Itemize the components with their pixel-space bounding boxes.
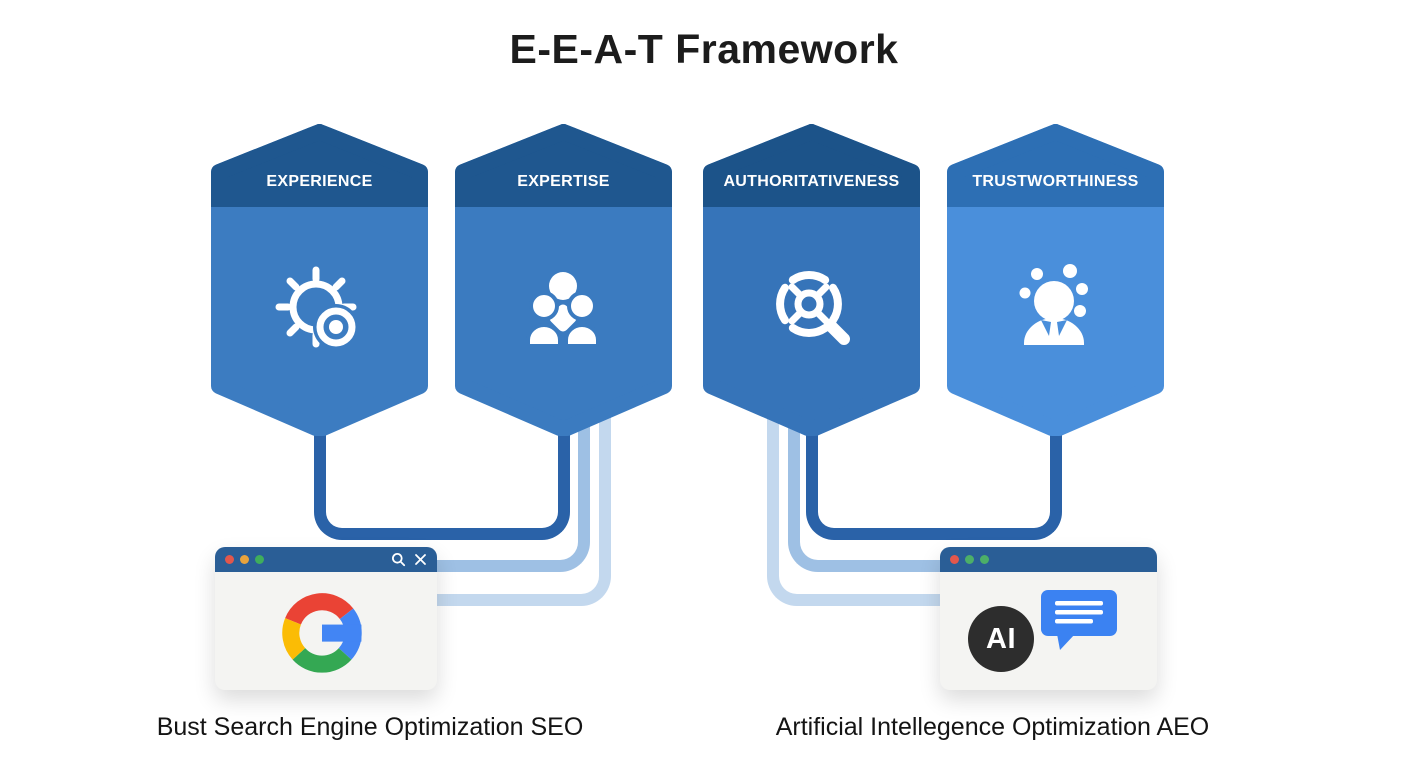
- chat-bubble-icon: [1041, 590, 1117, 650]
- ai-badge: AI: [968, 606, 1034, 672]
- pillar-label: AUTHORITATIVENESS: [723, 173, 900, 190]
- aeo-browser-card: AI: [940, 547, 1157, 690]
- window-dot-red: [225, 555, 234, 564]
- pillar-experience: EXPERIENCE: [211, 124, 428, 436]
- pillar-label: EXPERTISE: [517, 173, 610, 190]
- window-dot-green: [255, 555, 264, 564]
- target-magnifier-icon: [764, 260, 859, 355]
- pillar-shape: [947, 124, 1164, 436]
- page-title: E-E-A-T Framework: [509, 26, 899, 72]
- browser-content: [215, 572, 437, 690]
- seo-browser-card: [215, 547, 437, 690]
- browser-content: AI: [940, 572, 1157, 690]
- window-dot-yellow: [240, 555, 249, 564]
- google-logo: [282, 593, 362, 673]
- sun-lens-icon: [272, 260, 367, 355]
- pillar-trustworthiness: TRUSTWORTHINESS: [947, 124, 1164, 436]
- pillar-authoritativeness: AUTHORITATIVENESS: [703, 124, 920, 436]
- browser-titlebar: [215, 547, 437, 572]
- pillar-expertise: EXPERTISE: [455, 124, 672, 436]
- pillar-shape: [703, 124, 920, 436]
- window-dot-green: [965, 555, 974, 564]
- caption-seo: Bust Search Engine Optimization SEO: [156, 713, 584, 741]
- connector-medium-left: [420, 390, 590, 572]
- person-halo-icon: [1008, 260, 1103, 355]
- pillar-label: EXPERIENCE: [266, 173, 373, 190]
- close-icon: [415, 554, 426, 565]
- connector-light-right: [767, 390, 960, 606]
- window-dot-green: [980, 555, 989, 564]
- connector-medium-right: [788, 390, 960, 572]
- caption-aeo: Artificial Intellegence Optimization AEO: [775, 713, 1210, 741]
- people-group-icon: [516, 260, 611, 355]
- browser-titlebar: [940, 547, 1157, 572]
- pillar-label: TRUSTWORTHINESS: [972, 173, 1139, 190]
- connector-light-left: [420, 390, 611, 606]
- search-icon: [392, 553, 406, 567]
- window-dot-red: [950, 555, 959, 564]
- pillar-shape: [211, 124, 428, 436]
